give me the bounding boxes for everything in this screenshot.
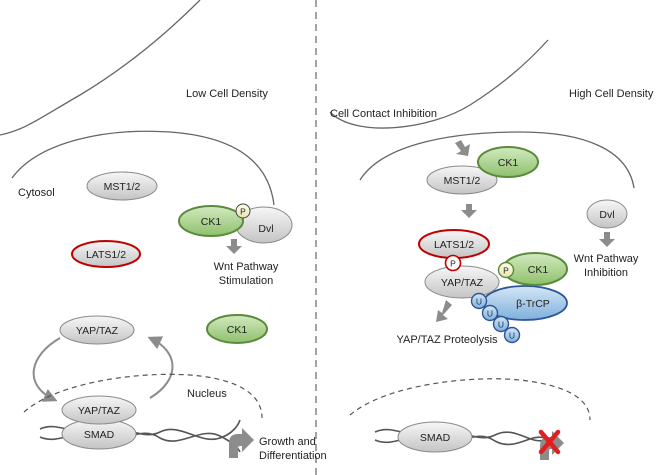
nucleus-membrane: [23, 373, 263, 419]
yap-taz-node-high: [424, 265, 500, 299]
growth-line2: Differentiation: [259, 450, 327, 462]
smad-label: SMAD: [84, 429, 115, 441]
growth-line1: Growth and: [259, 436, 316, 448]
ck1-free-label: CK1: [227, 324, 248, 336]
ubiquitin-label-1: U: [476, 297, 482, 307]
ck1-free-node: [206, 314, 268, 344]
mst-node-high: [426, 165, 498, 195]
block-cross-icon: [538, 429, 561, 455]
smad-label-high: SMAD: [420, 432, 451, 444]
wnt-inhibition-arrow: [599, 232, 615, 247]
lats-node: [71, 240, 141, 268]
transcription-arrow: [229, 428, 254, 458]
ubiquitin-label-4: U: [509, 331, 515, 341]
cell-membrane: [11, 130, 275, 206]
condition-heading-high: High Cell Density: [569, 88, 654, 100]
cell-membrane-high: [359, 131, 635, 189]
ck1-top-label: CK1: [498, 157, 519, 169]
ubiquitin-label-2: U: [487, 309, 493, 319]
ck1-membrane-node: [178, 205, 244, 237]
nucleus-label: Nucleus: [187, 388, 227, 400]
phospho-label: P: [240, 207, 246, 217]
right-panel: Cell Contact Inhibition High Cell Densit…: [329, 39, 654, 460]
dvl-node-high: [586, 199, 628, 229]
wnt-stimulation-line1: Wnt Pathway: [214, 261, 279, 273]
wnt-inhibition-line2: Inhibition: [584, 267, 628, 279]
contact-signal-arrow: [455, 140, 470, 156]
btrcp-label: β-TrCP: [516, 298, 550, 310]
lats-label-high: LATS1/2: [434, 239, 474, 251]
wnt-inhibition-line1: Wnt Pathway: [574, 253, 639, 265]
nucleus-membrane-high: [349, 378, 591, 421]
proteolysis-label: YAP/TAZ Proteolysis: [396, 334, 498, 346]
ck1-label-high: CK1: [528, 264, 549, 276]
left-panel: Low Cell Density Cytosol MST1/2 LATS1/2 …: [0, 0, 327, 462]
neighbor-cell-membrane: [0, 0, 201, 136]
ubiquitin-3: [492, 315, 510, 333]
lats-label: LATS1/2: [86, 249, 126, 261]
ubiquitin-label-3: U: [498, 320, 504, 330]
ck1-top-node: [477, 146, 539, 178]
mst-label-high: MST1/2: [444, 175, 481, 187]
contact-inhibition-label: Cell Contact Inhibition: [330, 108, 437, 120]
phospho-lats-badge: [444, 254, 462, 272]
phospho-lats-label: P: [450, 259, 456, 269]
condition-heading-low: Low Cell Density: [186, 88, 268, 100]
dvl-label: Dvl: [258, 223, 273, 235]
yap-taz-cytosol-label: YAP/TAZ: [76, 325, 119, 337]
phospho-ck1-label: P: [503, 266, 509, 276]
yap-taz-label-high: YAP/TAZ: [441, 277, 484, 289]
ubiquitin-1: [470, 292, 488, 310]
mst-node: [86, 171, 158, 201]
ubiquitin-4: [503, 326, 521, 344]
smad-node-high: [397, 421, 473, 453]
wnt-stimulation-line2: Stimulation: [219, 275, 273, 287]
nuclear-import-arrow: [32, 337, 61, 402]
proteolysis-arrow: [436, 300, 452, 322]
nuclear-export-arrow: [147, 336, 174, 399]
phospho-badge: [235, 203, 251, 219]
dvl-label-high: Dvl: [599, 209, 614, 221]
ck1-membrane-label: CK1: [201, 216, 222, 228]
cytosol-label: Cytosol: [18, 187, 55, 199]
yap-taz-cytosol-node: [59, 315, 135, 345]
mst-to-lats-arrow: [461, 204, 477, 218]
mst-label: MST1/2: [104, 181, 141, 193]
phospho-ck1-badge: [497, 261, 515, 279]
contacting-cell-membrane: [329, 39, 549, 129]
wnt-stimulation-arrow: [226, 239, 242, 254]
yap-taz-nucleus-label: YAP/TAZ: [78, 405, 121, 417]
yap-taz-nucleus-node: [61, 395, 137, 425]
ubiquitin-2: [481, 304, 499, 322]
